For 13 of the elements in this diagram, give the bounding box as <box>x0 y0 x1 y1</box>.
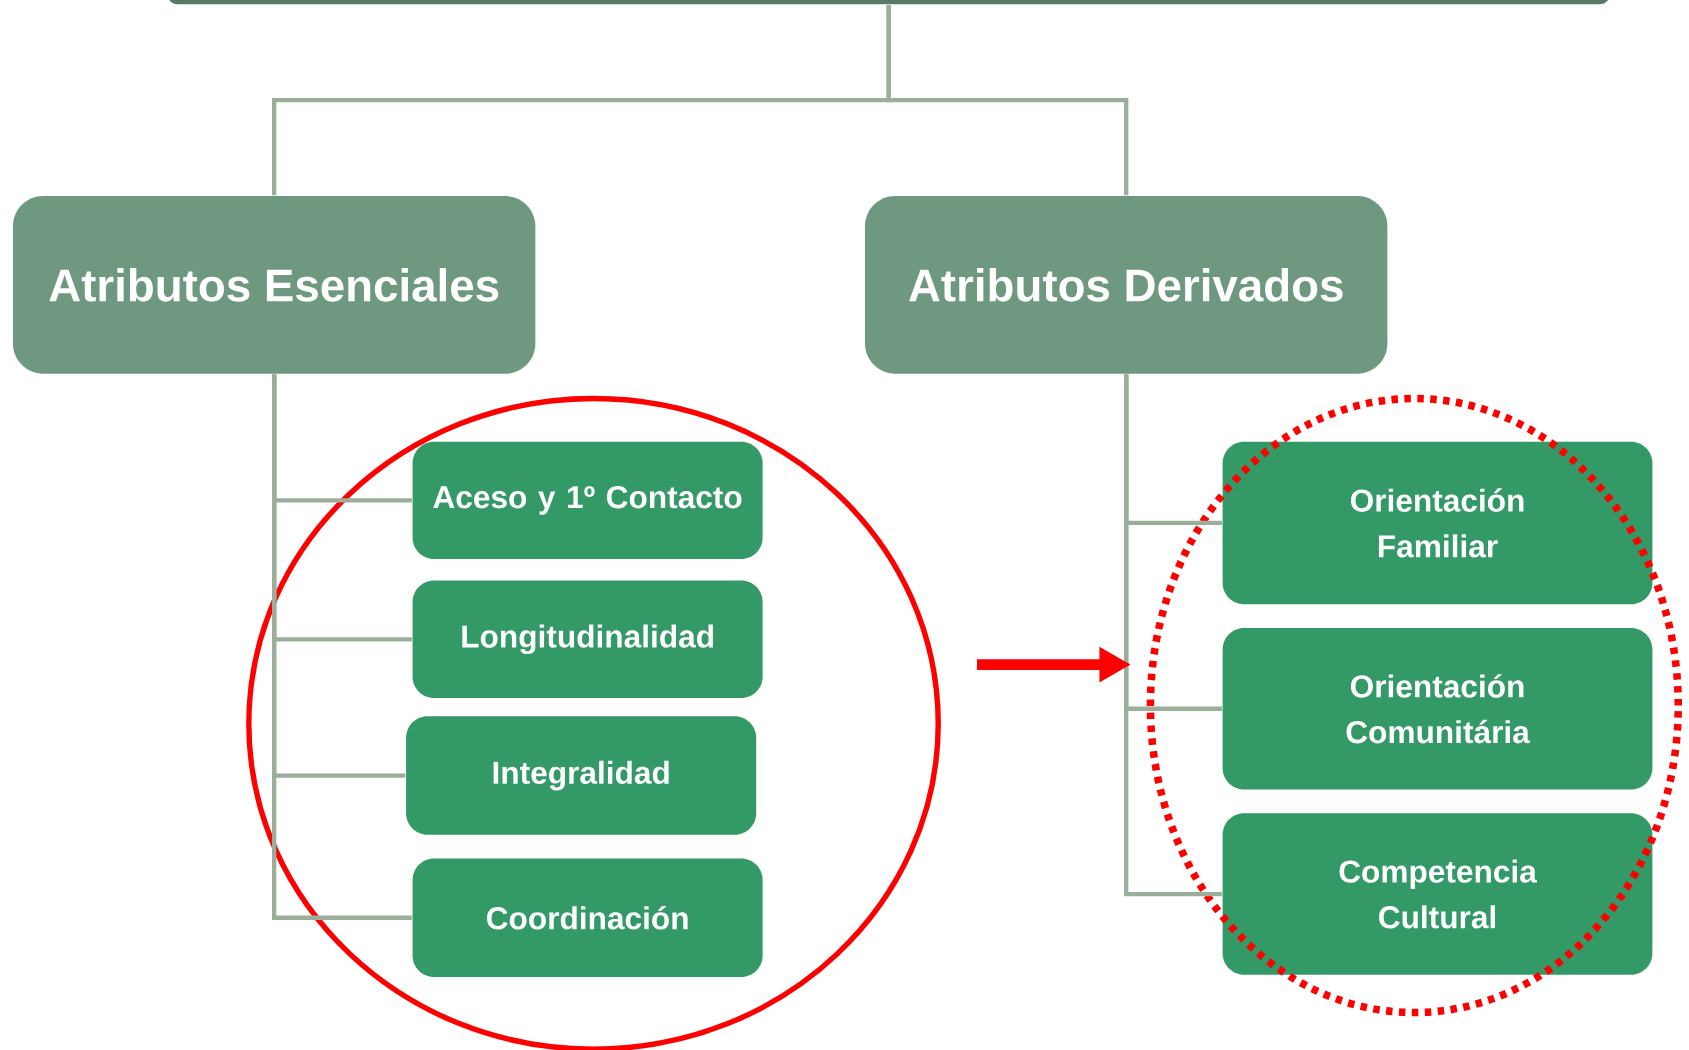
attribute-box: Integralidad <box>406 716 757 835</box>
category-box: Atributos Derivados <box>865 195 1388 374</box>
connector-line <box>1124 374 1222 897</box>
connector-line <box>272 374 412 920</box>
connector-line <box>886 4 1129 196</box>
highlight-circle <box>1146 394 1682 1017</box>
attribute-box: Orientación Comunitária <box>1222 627 1653 790</box>
attribute-box: Aceso y 1º Contacto <box>412 441 763 559</box>
category-box: Atributos Esenciales <box>12 195 536 374</box>
attribute-box: Longitudinalidad <box>412 580 763 698</box>
attribute-box: Competencia Cultural <box>1222 813 1653 975</box>
attribute-box: Orientación Familiar <box>1222 441 1653 605</box>
attribute-box: Coordinación <box>412 858 763 977</box>
